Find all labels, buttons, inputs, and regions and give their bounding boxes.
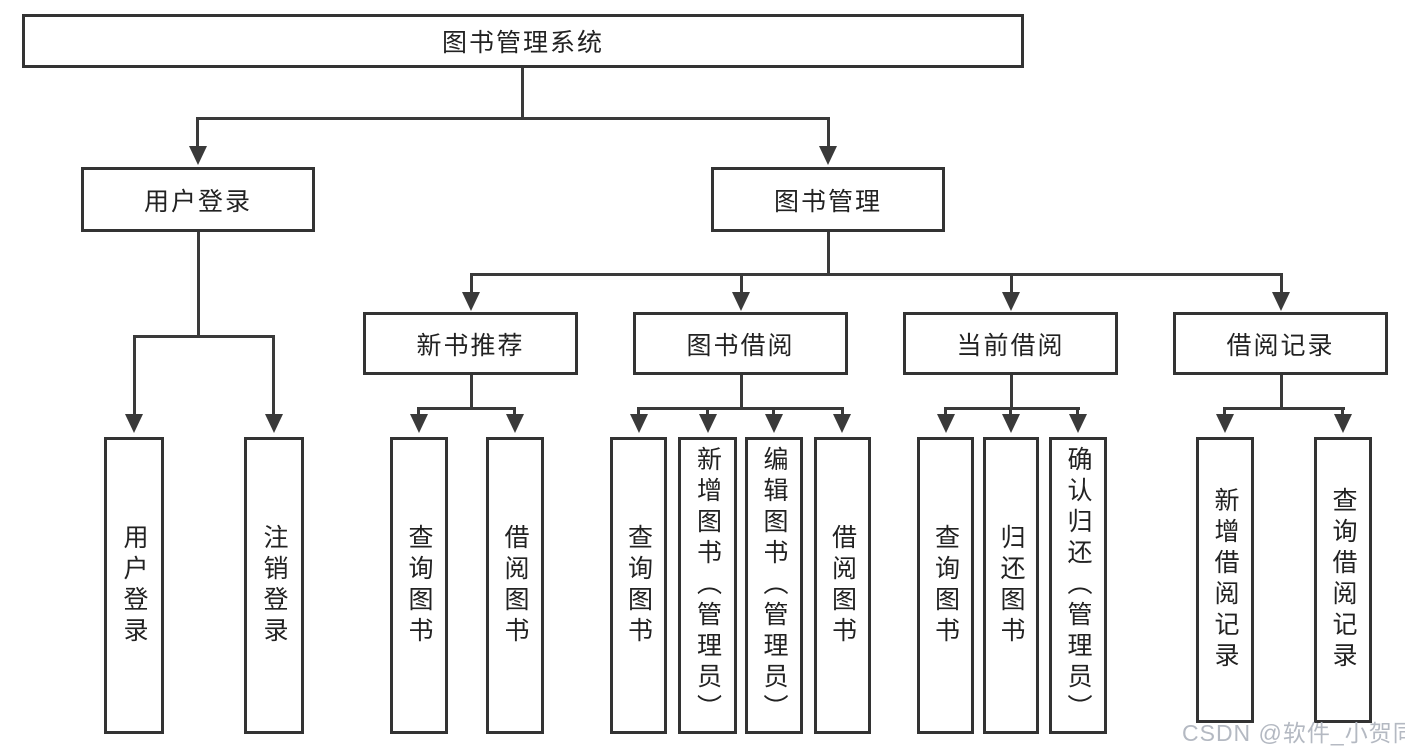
arrowhead-icon bbox=[1334, 414, 1352, 433]
leaf-query-books-current: 查询图书 bbox=[917, 437, 974, 734]
edge-line bbox=[513, 410, 516, 416]
leaf-label: 确认归还（管理员） bbox=[1064, 446, 1092, 725]
edge-line bbox=[1076, 410, 1079, 416]
edge-line bbox=[706, 410, 709, 416]
leaf-query-books-borrow: 查询图书 bbox=[610, 437, 667, 734]
edge-line bbox=[944, 407, 1080, 410]
arrowhead-icon bbox=[937, 414, 955, 433]
leaf-edit-books-admin: 编辑图书（管理员） bbox=[745, 437, 803, 734]
leaf-label: 借阅图书 bbox=[828, 523, 857, 648]
arrowhead-icon bbox=[765, 414, 783, 433]
leaf-label: 查询图书 bbox=[405, 523, 433, 648]
edge-line bbox=[1280, 375, 1283, 407]
leaf-label: 查询图书 bbox=[624, 523, 653, 648]
arrowhead-icon bbox=[699, 414, 717, 433]
leaf-label: 查询借阅记录 bbox=[1329, 487, 1357, 673]
arrowhead-icon bbox=[1002, 414, 1020, 433]
leaf-add-borrow-record: 新增借阅记录 bbox=[1196, 437, 1254, 723]
node-label: 图书借阅 bbox=[686, 331, 795, 360]
edge-line bbox=[1009, 410, 1012, 416]
leaf-query-books-recommend: 查询图书 bbox=[390, 437, 448, 734]
node-root: 图书管理系统 bbox=[22, 14, 1024, 68]
edge-line bbox=[272, 338, 275, 416]
edge-line bbox=[470, 273, 1283, 276]
arrowhead-icon bbox=[1216, 414, 1234, 433]
csdn-watermark: CSDN @软件_小贺同学 bbox=[1182, 720, 1405, 746]
node-book-borrow: 图书借阅 bbox=[633, 312, 848, 375]
edge-line bbox=[196, 117, 830, 120]
edge-line bbox=[1010, 276, 1013, 294]
edge-line bbox=[470, 375, 473, 407]
leaf-label: 查询图书 bbox=[931, 523, 960, 648]
edge-line bbox=[740, 276, 743, 294]
leaf-add-books-admin: 新增图书（管理员） bbox=[678, 437, 737, 734]
arrowhead-icon bbox=[125, 414, 143, 433]
edge-line bbox=[470, 276, 473, 294]
node-new-book-recommend: 新书推荐 bbox=[363, 312, 578, 375]
edge-line bbox=[1223, 410, 1226, 416]
leaf-label: 新增图书（管理员） bbox=[693, 446, 722, 725]
edge-line bbox=[1010, 375, 1013, 407]
leaf-return-books: 归还图书 bbox=[983, 437, 1039, 734]
edge-line bbox=[1280, 276, 1283, 294]
node-root-label: 图书管理系统 bbox=[441, 29, 604, 57]
leaf-label: 新增借阅记录 bbox=[1211, 487, 1239, 673]
leaf-borrow-books: 借阅图书 bbox=[814, 437, 871, 734]
arrowhead-icon bbox=[1272, 292, 1290, 311]
node-book-management: 图书管理 bbox=[711, 167, 945, 232]
leaf-confirm-return-admin: 确认归还（管理员） bbox=[1049, 437, 1107, 734]
leaf-label: 注销登录 bbox=[260, 523, 288, 648]
arrowhead-icon bbox=[732, 292, 750, 311]
edge-line bbox=[196, 120, 199, 146]
edge-line bbox=[1223, 407, 1345, 410]
node-label: 新书推荐 bbox=[416, 331, 525, 360]
edge-line bbox=[417, 407, 516, 410]
node-label: 图书管理 bbox=[773, 187, 882, 216]
edge-line bbox=[197, 232, 200, 338]
leaf-label: 归还图书 bbox=[997, 523, 1025, 648]
edge-line bbox=[133, 338, 136, 416]
arrowhead-icon bbox=[1002, 292, 1020, 311]
arrowhead-icon bbox=[1069, 414, 1087, 433]
leaf-query-borrow-record: 查询借阅记录 bbox=[1314, 437, 1372, 723]
leaf-label: 用户登录 bbox=[120, 523, 148, 648]
leaf-borrow-books-recommend: 借阅图书 bbox=[486, 437, 544, 734]
arrowhead-icon bbox=[833, 414, 851, 433]
edge-line bbox=[521, 68, 524, 120]
leaf-label: 借阅图书 bbox=[501, 523, 529, 648]
arrowhead-icon bbox=[265, 414, 283, 433]
leaf-label: 编辑图书（管理员） bbox=[760, 446, 788, 725]
edge-line bbox=[417, 410, 420, 416]
arrowhead-icon bbox=[189, 146, 207, 165]
node-current-borrow: 当前借阅 bbox=[903, 312, 1118, 375]
leaf-logout: 注销登录 bbox=[244, 437, 304, 734]
node-label: 借阅记录 bbox=[1226, 331, 1335, 360]
edge-line bbox=[637, 410, 640, 416]
edge-line bbox=[944, 410, 947, 416]
leaf-user-login: 用户登录 bbox=[104, 437, 164, 734]
arrowhead-icon bbox=[630, 414, 648, 433]
node-label: 用户登录 bbox=[143, 187, 252, 216]
arrowhead-icon bbox=[462, 292, 480, 311]
edge-line bbox=[841, 410, 844, 416]
edge-line bbox=[133, 335, 275, 338]
node-user-login: 用户登录 bbox=[81, 167, 315, 232]
arrowhead-icon bbox=[410, 414, 428, 433]
edge-line bbox=[1341, 410, 1344, 416]
node-label: 当前借阅 bbox=[956, 331, 1065, 360]
arrowhead-icon bbox=[506, 414, 524, 433]
edge-line bbox=[772, 410, 775, 416]
edge-line bbox=[637, 407, 844, 410]
node-borrow-record: 借阅记录 bbox=[1173, 312, 1388, 375]
arrowhead-icon bbox=[819, 146, 837, 165]
edge-line bbox=[827, 232, 830, 273]
edge-line bbox=[740, 375, 743, 407]
edge-line bbox=[827, 120, 830, 146]
